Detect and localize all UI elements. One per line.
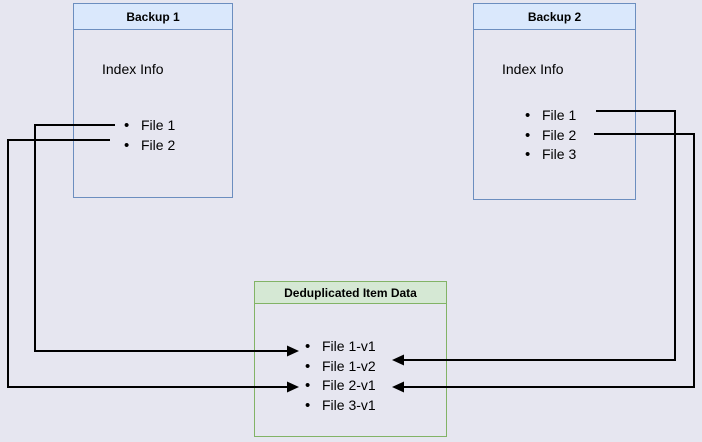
dedup-title: Deduplicated Item Data xyxy=(284,285,417,300)
dedup-box: Deduplicated Item Data File 1-v1 File 1-… xyxy=(254,281,447,437)
dedup-header: Deduplicated Item Data xyxy=(255,282,446,304)
dedup-item-list: File 1-v1 File 1-v2 File 2-v1 File 3-v1 xyxy=(305,337,376,416)
list-item: File 3-v1 xyxy=(305,396,376,416)
list-item: File 2 xyxy=(124,136,175,156)
list-item: File 1 xyxy=(124,116,175,136)
backup1-title: Backup 1 xyxy=(126,9,180,24)
dedup-file-1-v2: File 1-v2 xyxy=(322,357,376,374)
dedup-file-1-v1: File 1-v1 xyxy=(322,338,376,354)
backup1-box: Backup 1 Index Info File 1 File 2 xyxy=(73,3,233,198)
list-item: File 1-v1 xyxy=(305,337,376,357)
backup2-header: Backup 2 xyxy=(474,4,635,30)
backup1-index-info-label: Index Info xyxy=(102,61,164,77)
dedup-file-2-v1: File 2-v1 xyxy=(322,377,376,394)
backup1-file-1: File 1 xyxy=(141,117,176,133)
list-item: File 3 xyxy=(525,145,576,165)
backup2-file-2: File 2 xyxy=(542,126,577,143)
list-item: File 2 xyxy=(525,126,576,146)
backup1-file-list: File 1 File 2 xyxy=(124,116,175,155)
backup2-file-3: File 3 xyxy=(542,146,577,162)
backup2-title: Backup 2 xyxy=(527,9,582,24)
list-item: File 2-v1 xyxy=(305,376,376,396)
backup2-file-list: File 1 File 2 File 3 xyxy=(525,106,576,165)
backup2-file-1: File 1 xyxy=(542,107,577,123)
backup2-index-info-label: Index Info xyxy=(502,61,564,77)
list-item: File 1 xyxy=(525,106,576,126)
backup1-header: Backup 1 xyxy=(74,4,232,30)
backup1-file-2: File 2 xyxy=(141,136,176,153)
dedup-file-3-v1: File 3-v1 xyxy=(322,397,376,414)
backup2-box: Backup 2 Index Info File 1 File 2 File 3 xyxy=(473,3,636,200)
list-item: File 1-v2 xyxy=(305,357,376,377)
